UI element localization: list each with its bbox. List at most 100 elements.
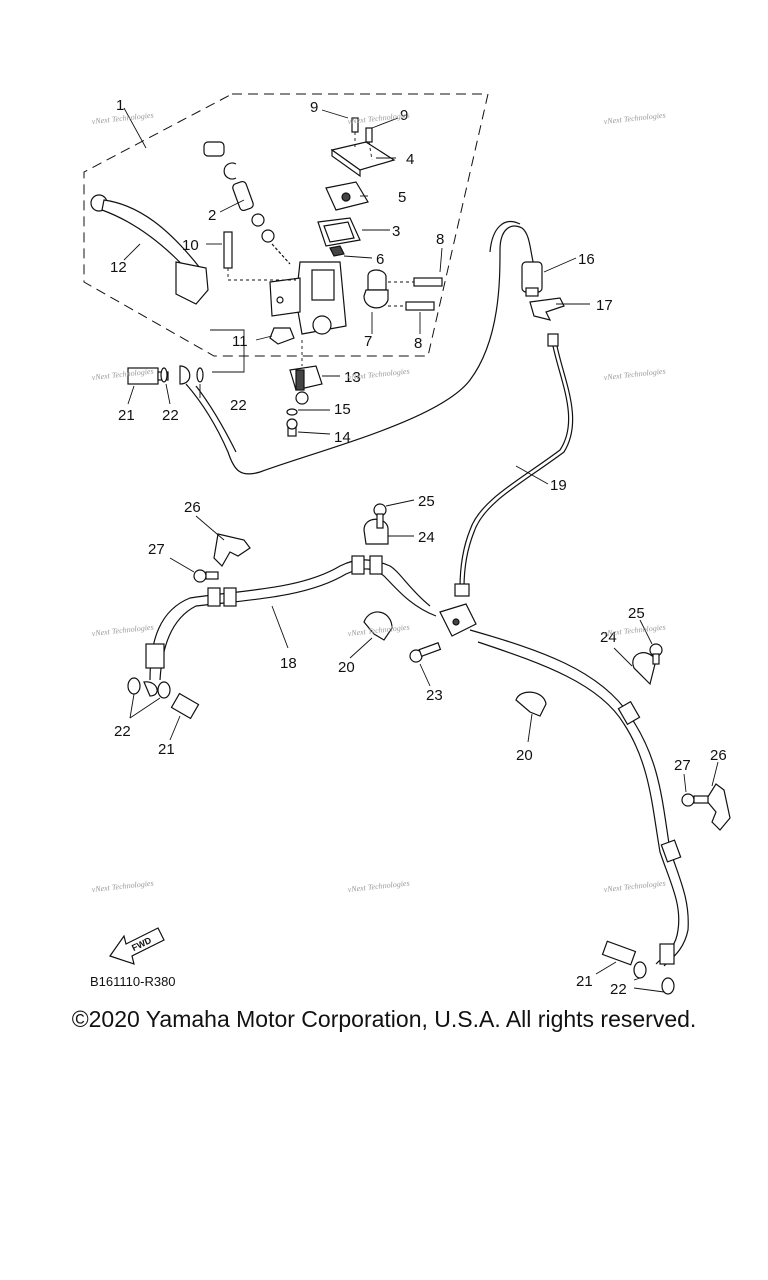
leader-22c (129, 693, 135, 719)
callout-9a: 9 (310, 99, 318, 116)
copyright-notice: ©2020 Yamaha Motor Corporation, U.S.A. A… (71, 1006, 697, 1032)
holder-bolt-lower (388, 301, 435, 311)
reservoir-cap (330, 141, 396, 178)
callout-9b: 9 (400, 107, 408, 124)
diaphragm-plate (325, 181, 369, 211)
watermark: vNext Technologies (347, 879, 410, 894)
leader-26b (711, 761, 719, 787)
callout-5: 5 (398, 189, 406, 206)
leader-22d (633, 977, 641, 981)
forward-direction-arrow: FWD (109, 927, 165, 965)
hose-guide-right (705, 783, 731, 831)
leader-20a (349, 637, 373, 659)
leader-9a (321, 109, 349, 119)
right-hose-collar-b (660, 839, 682, 863)
leader-12 (123, 243, 141, 261)
leader-11 (255, 335, 273, 341)
front-brake-hose-left (149, 559, 431, 681)
brake-light-switch (289, 340, 323, 405)
callout-22c: 22 (114, 723, 131, 740)
leader-23 (419, 663, 431, 687)
joint-bolt (409, 642, 442, 663)
callout-2: 2 (208, 207, 216, 224)
callout-26a: 26 (184, 499, 201, 516)
hose-guide-bolt-left (193, 569, 219, 583)
cap-screw-right (365, 127, 373, 161)
callout-26b: 26 (710, 747, 727, 764)
callout-20a: 20 (338, 659, 355, 676)
watermark: vNext Technologies (91, 111, 154, 126)
callout-7: 7 (364, 333, 372, 350)
left-hose-end-fitting (145, 643, 165, 669)
callout-22a: 22 (162, 407, 179, 424)
hose-guide-bolt-right (681, 793, 709, 807)
holder-bolt-upper (388, 277, 443, 287)
leader-21c (595, 961, 617, 975)
switch-screw (286, 418, 298, 437)
watermark: vNext Technologies (91, 879, 154, 894)
callout-25a: 25 (418, 493, 435, 510)
hose-joint-fitting (521, 261, 543, 297)
leader-21b (169, 715, 181, 741)
pivot-nut (269, 327, 295, 345)
leader-14 (297, 431, 331, 435)
front-brake-hose-upper (185, 225, 535, 475)
switch-washer (286, 408, 298, 416)
callout-24a: 24 (418, 529, 435, 546)
callout-17: 17 (596, 297, 613, 314)
left-hose-collar-c (351, 555, 365, 575)
right-hose-end-fitting (659, 943, 675, 965)
leader-22c2 (129, 697, 161, 719)
left-banjo-washer-a (127, 677, 141, 695)
upper-banjo-washer-b (196, 367, 204, 383)
callout-13: 13 (344, 369, 361, 386)
watermarks: vNext Technologies vNext Technologies vN… (91, 111, 666, 894)
left-banjo-washer-b (157, 681, 171, 699)
callout-16: 16 (578, 251, 595, 268)
watermark: vNext Technologies (603, 367, 666, 382)
callout-24b: 24 (600, 629, 617, 646)
upper-hose-fitting (179, 365, 191, 385)
callout-12: 12 (110, 259, 127, 276)
cap-screw-left (351, 117, 359, 150)
piston-kit (203, 141, 291, 265)
left-hose-collar-a (207, 587, 221, 607)
leader-1 (123, 107, 147, 149)
callout-18: 18 (280, 655, 297, 672)
leader-22a (165, 383, 171, 405)
callout-21b: 21 (158, 741, 175, 758)
upper-banjo-washer-a (160, 367, 168, 383)
hose-clamp-left (363, 611, 393, 641)
left-banjo (143, 681, 158, 697)
leader-22d2 (633, 987, 665, 993)
upper-hose-connector-line (210, 329, 245, 373)
leader-25a (385, 499, 415, 507)
pivot-bolt (223, 231, 296, 281)
hose-joint-clip (529, 297, 565, 321)
master-cylinder-body (269, 261, 347, 335)
leader-2 (219, 199, 245, 213)
callout-21a: 21 (118, 407, 135, 424)
callout-10: 10 (182, 237, 199, 254)
callout-8b: 8 (414, 335, 422, 352)
callout-1: 1 (116, 97, 124, 114)
front-brake-hose-right (469, 629, 689, 967)
leader-8a (439, 247, 443, 273)
hose-holder-upper (363, 518, 389, 545)
callout-4: 4 (406, 151, 414, 168)
callout-15: 15 (334, 401, 351, 418)
left-hose-collar-d (369, 555, 383, 575)
hose-holder-bolt-upper (373, 503, 387, 529)
callout-25b: 25 (628, 605, 645, 622)
callout-14: 14 (334, 429, 351, 446)
leader-27a (169, 557, 195, 573)
watermark: vNext Technologies (91, 623, 154, 638)
right-banjo-bolt (601, 940, 637, 966)
master-cylinder-assembly-boundary (83, 93, 489, 357)
callout-22b: 22 (230, 397, 247, 414)
leader-24b (613, 647, 633, 667)
leader-9b (371, 117, 399, 129)
leader-26a (195, 515, 225, 541)
watermark: vNext Technologies (603, 623, 666, 638)
callout-27a: 27 (148, 541, 165, 558)
